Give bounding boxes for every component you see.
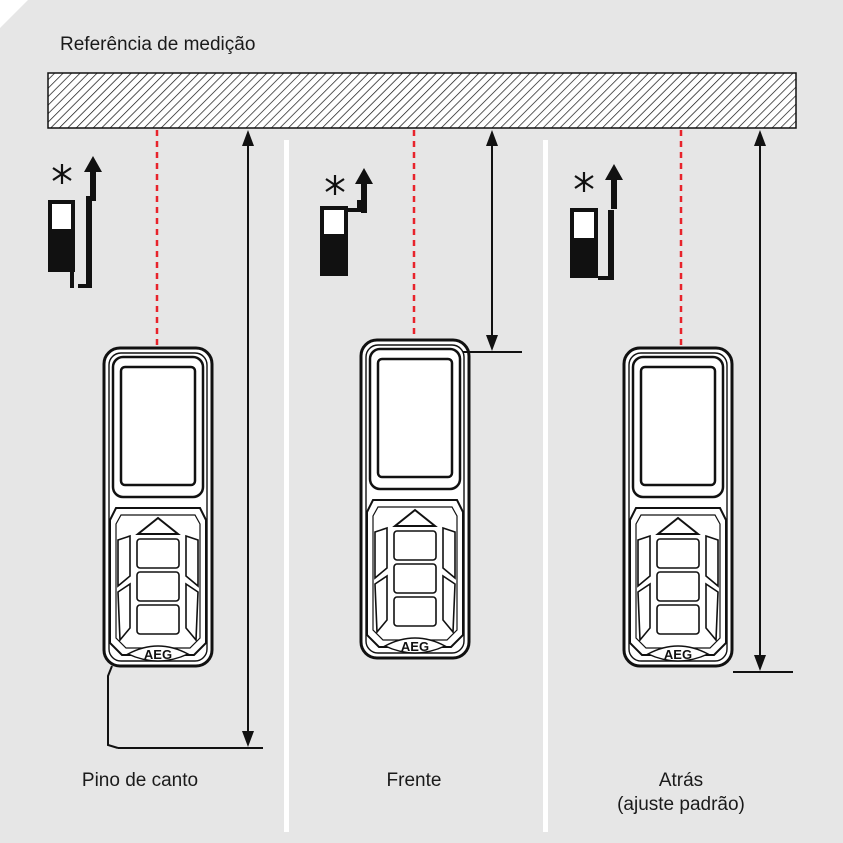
device-logo: AEG (401, 639, 429, 654)
laser-meter-device: AEG (622, 346, 734, 668)
column-label: Pino de canto (82, 770, 198, 791)
arrow-head-down (242, 731, 254, 747)
column-front: AEG Frente (320, 130, 522, 791)
laser-meter-device: AEG (359, 338, 471, 660)
reference-label: Referência de medição (60, 34, 255, 55)
arrow-head-down (754, 655, 766, 671)
column-label: Atrás (659, 770, 703, 791)
arrow-head-up (486, 130, 498, 146)
arrow-head-down (486, 335, 498, 351)
column-back-default: AEG Atrás (ajuste padrão) (570, 130, 793, 815)
reference-mode-icon (320, 168, 373, 276)
arrow-head-up (242, 130, 254, 146)
laser-meter-device: AEG (102, 346, 214, 668)
corner-notch (0, 0, 22, 22)
reference-mode-icon (48, 156, 102, 288)
corner-pin (107, 665, 119, 749)
column-corner-pin: AEG Pino de canto (48, 130, 263, 791)
column-label-sub: (ajuste padrão) (617, 794, 745, 815)
device-logo: AEG (664, 647, 692, 662)
column-divider (284, 140, 289, 832)
column-divider (543, 140, 548, 832)
arrow-head-up (754, 130, 766, 146)
column-label: Frente (387, 770, 442, 791)
reference-surface (47, 72, 797, 129)
reference-mode-icon (570, 164, 623, 280)
device-logo: AEG (144, 647, 172, 662)
